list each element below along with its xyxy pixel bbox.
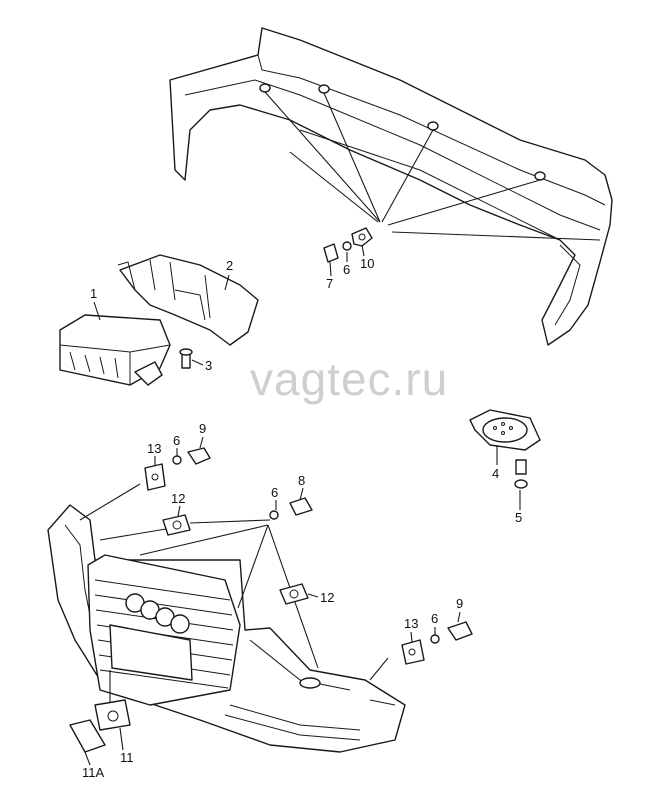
front-sensor-parts [69,447,473,753]
callout-9: 9 [199,421,206,436]
callout-labels: 1 2 3 4 5 6 7 10 13 6 9 12 6 8 12 13 6 9… [82,256,522,780]
callout-6: 6 [431,611,438,626]
watermark-text: vagtec.ru [250,353,449,405]
callout-4: 4 [492,466,499,481]
rear-sensor-group [323,227,373,263]
callout-9: 9 [456,596,463,611]
control-unit [59,314,171,386]
bolt [179,348,193,369]
callout-6: 6 [343,262,350,277]
front-grille [87,554,241,706]
callout-8: 8 [298,473,305,488]
callout-3: 3 [205,358,212,373]
callout-11: 11 [120,750,134,765]
callout-13: 13 [147,441,161,456]
callout-11A: 11A [82,765,104,780]
callout-7: 7 [326,276,333,291]
callout-12: 12 [320,590,334,605]
callout-2: 2 [226,258,233,273]
rear-bumper [169,27,613,346]
callout-13: 13 [404,616,418,631]
callout-12: 12 [171,491,185,506]
callout-10: 10 [360,256,374,271]
callout-1: 1 [90,286,97,301]
mounting-bracket [117,254,259,346]
callout-6: 6 [173,433,180,448]
callout-5: 5 [515,510,522,525]
alarm-horn [469,409,541,489]
callout-ticks [84,244,521,766]
callout-6: 6 [271,485,278,500]
